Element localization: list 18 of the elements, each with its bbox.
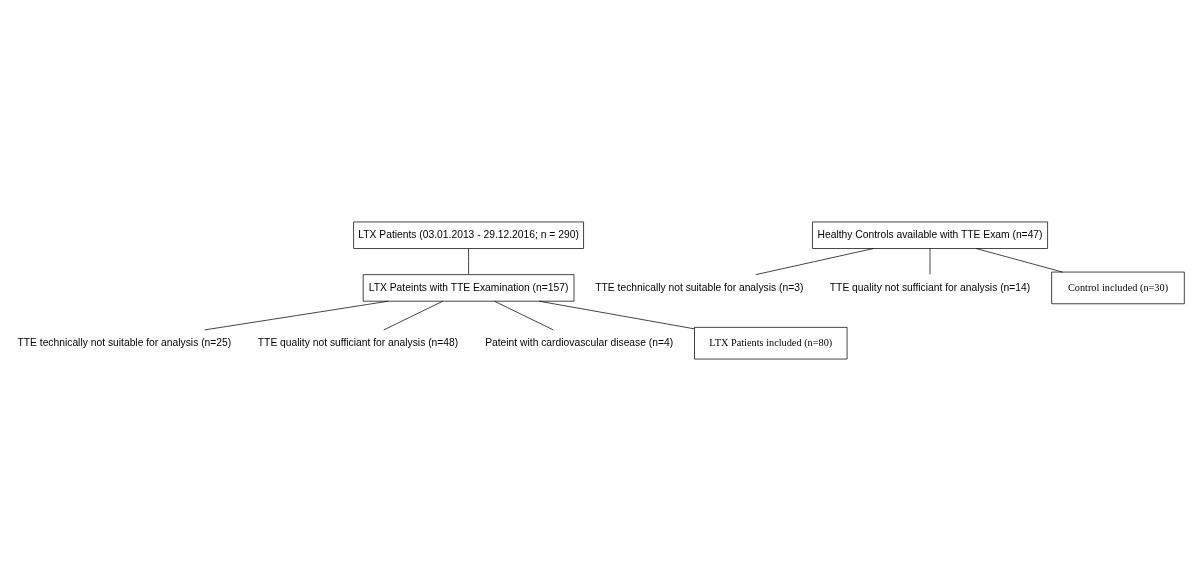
node-box: LTX Patients (03.01.2013 - 29.12.2016; n = 290) [353,221,584,249]
connector [975,248,1063,273]
node-text: TTE technically not suitable for analysis (n=25) [17,336,232,348]
node-text: TTE quality not sufficiant for analysis (n=14) [829,281,1031,293]
node-text: TTE quality not sufficiant for analysis (n=48) [257,336,459,348]
node-box: LTX Patients included (n=80) [694,327,848,360]
node-text: TTE technically not suitable for analysis (n=3) [595,281,804,293]
node-box: Healthy Controls available with TTE Exam (n=47) [812,221,1048,249]
connector [929,248,931,275]
node-box: Control included (n=30) [1051,271,1185,305]
connector [538,300,695,330]
connector [494,300,554,331]
connector [383,300,444,331]
connector [204,300,389,331]
node-text: Pateint with cardiovascular disease (n=4) [485,336,674,348]
connector [755,248,874,275]
node-box: LTX Pateints with TTE Examination (n=157) [362,274,575,302]
connector [468,248,469,275]
